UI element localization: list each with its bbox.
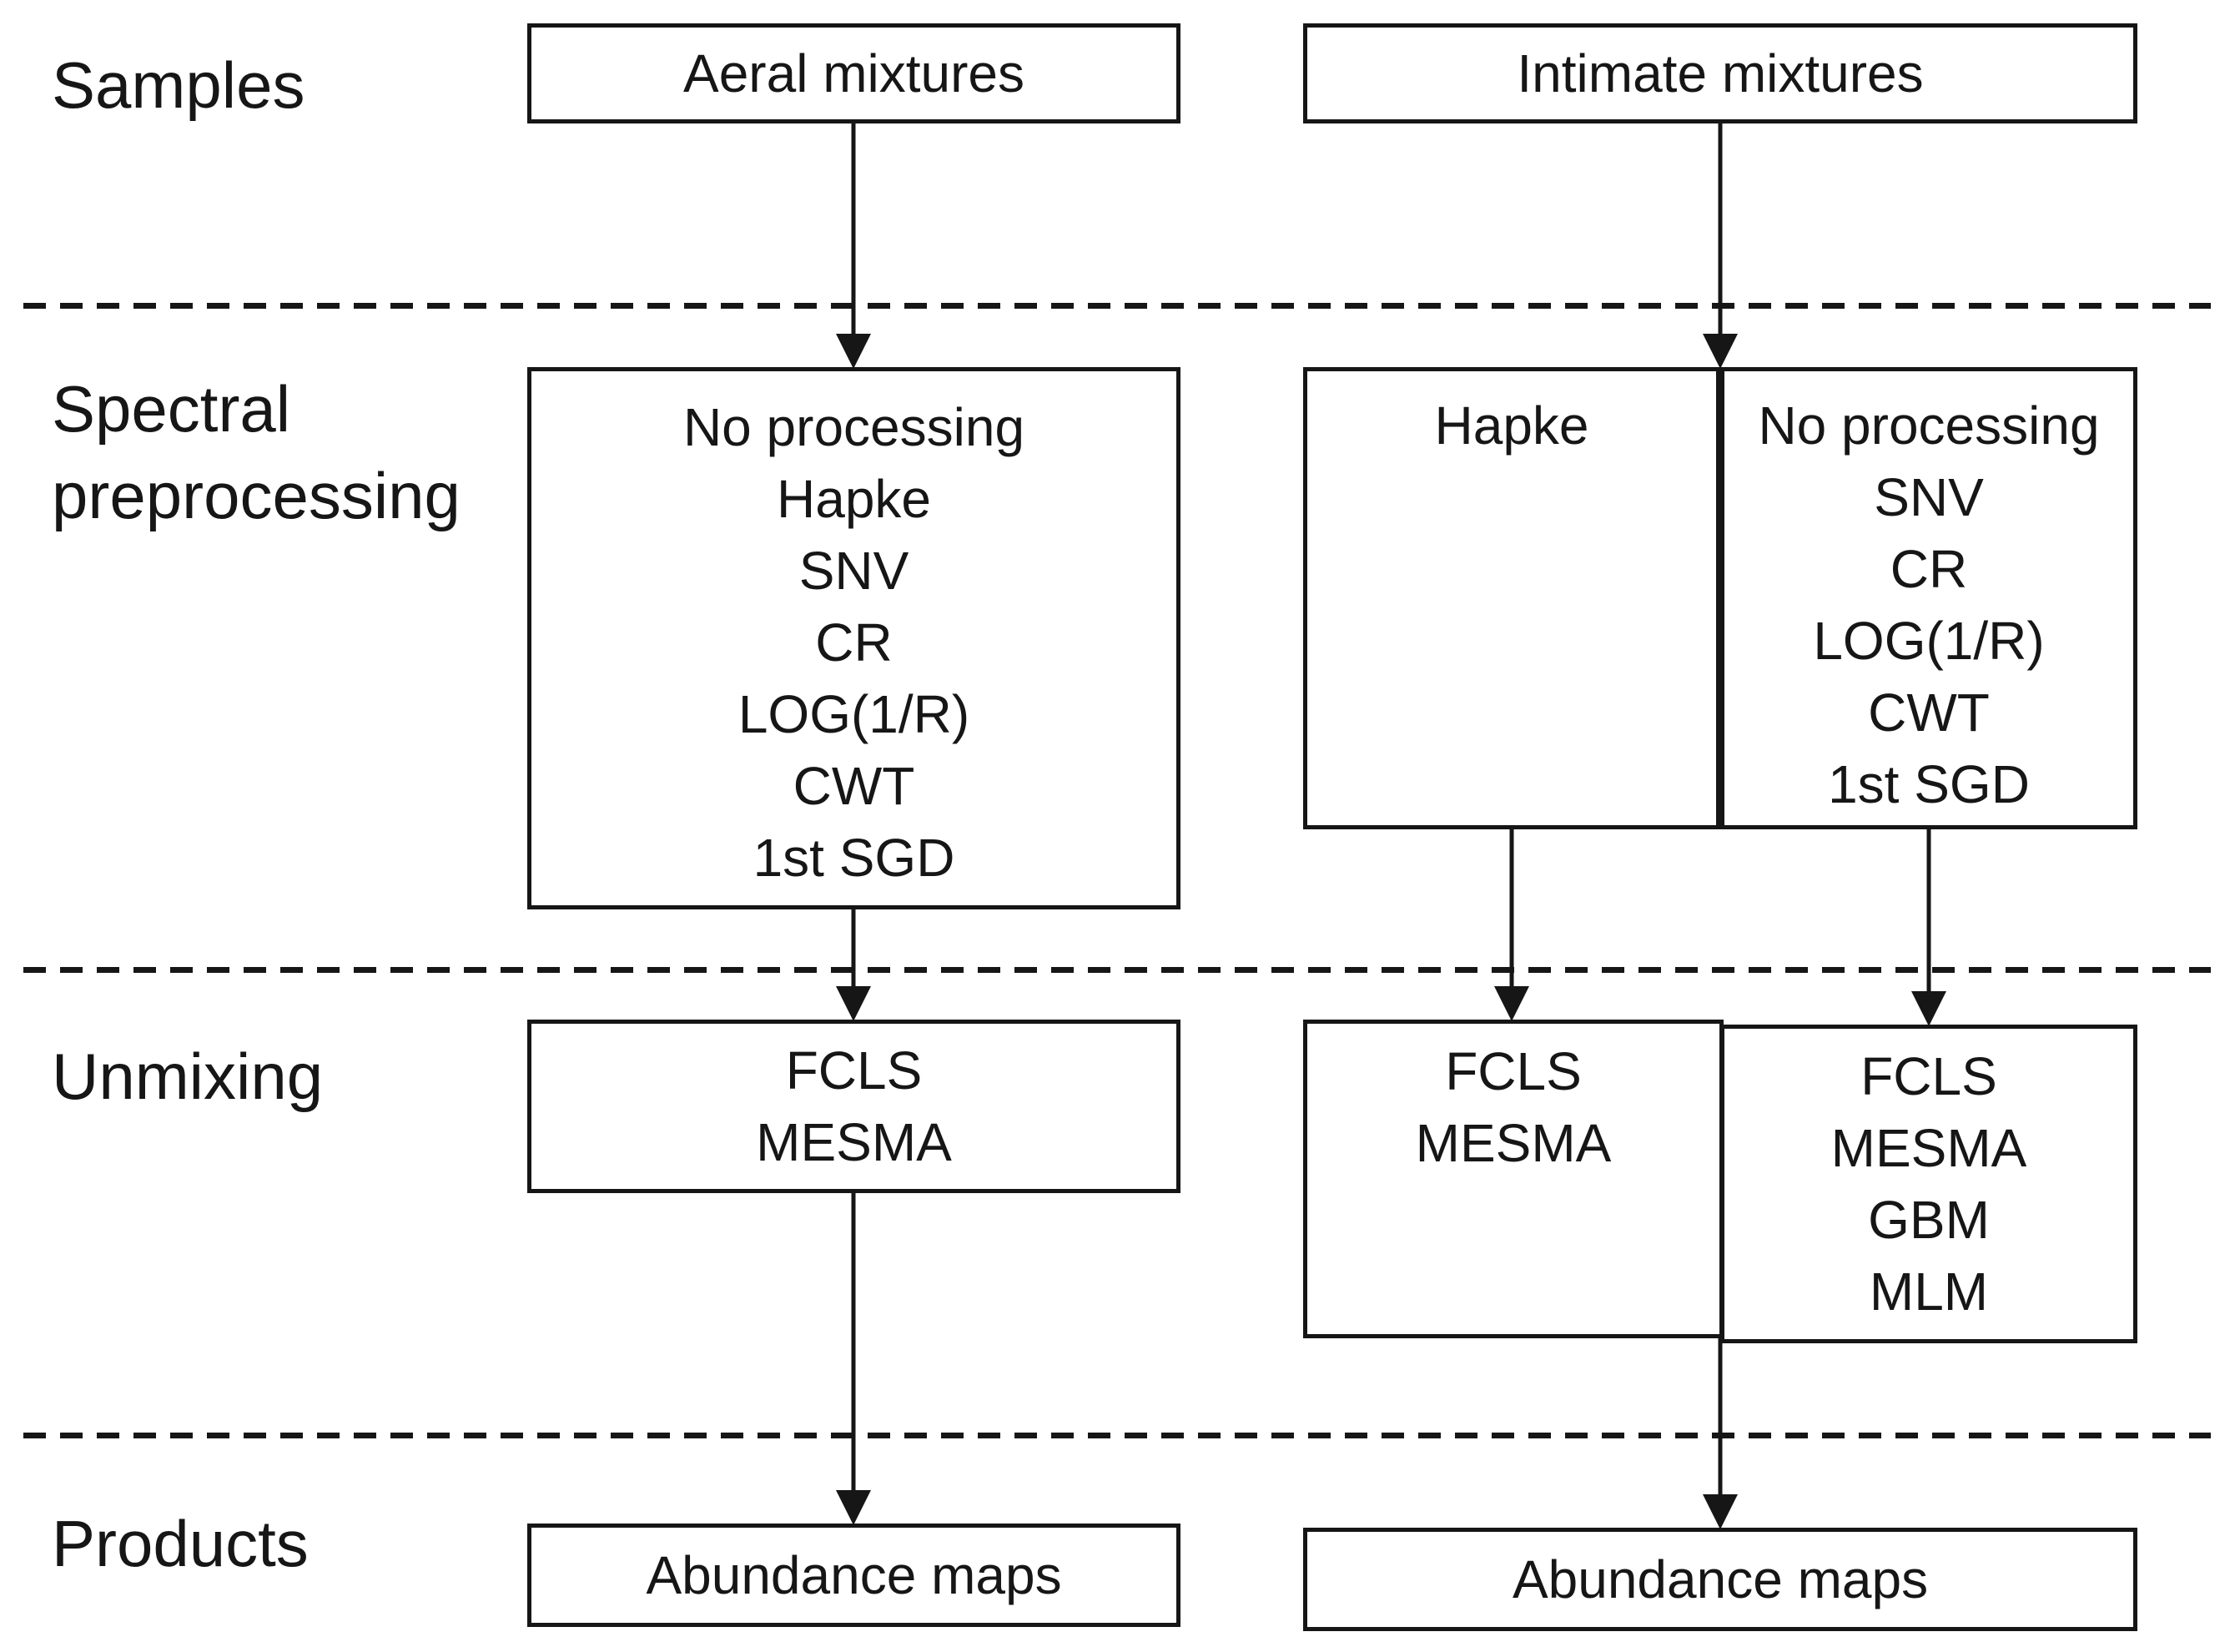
preprocessing-box-areal: No processing Hapke SNV CR LOG(1/R) CWT … (527, 367, 1180, 909)
arrow-areal-unmixing-to-products-line (851, 1193, 856, 1490)
arrow-hapke-to-unmixing-line (1509, 829, 1514, 986)
arrow-areal-samples-to-preprocessing-head (836, 334, 871, 369)
unmixing-box-fcls-mesma-items: FCLS MESMA (1415, 1041, 1612, 1173)
arrow-areal-samples-to-preprocessing-line (851, 123, 856, 334)
arrow-hapke-to-unmixing-head (1494, 986, 1529, 1021)
unmixing-box-areal: FCLS MESMA (527, 1020, 1180, 1193)
stage-label-products: Products (52, 1507, 309, 1580)
arrow-areal-unmixing-to-products-head (836, 1490, 871, 1525)
arrow-areal-preprocessing-to-unmixing-line (851, 908, 856, 986)
preprocessing-box-no-processing-items: No processing SNV CR LOG(1/R) CWT 1st SG… (1758, 395, 2100, 814)
arrow-no-processing-to-unmixing-line (1926, 829, 1931, 991)
unmixing-box-fcls-mesma: FCLS MESMA (1303, 1020, 1724, 1338)
stage-label-unmixing: Unmixing (52, 1040, 324, 1113)
unmixing-box-extended-items: FCLS MESMA GBM MLM (1830, 1046, 2027, 1322)
samples-box-intimate-mixtures: Intimate mixtures (1303, 23, 2137, 123)
preprocessing-box-no-processing: No processing SNV CR LOG(1/R) CWT 1st SG… (1720, 367, 2137, 829)
stage-separator-unmixing-products (23, 1433, 2211, 1438)
arrow-intimate-samples-to-preprocessing-head (1703, 334, 1738, 369)
unmixing-box-extended: FCLS MESMA GBM MLM (1720, 1025, 2137, 1343)
samples-box-areal-mixtures: Aeral mixtures (527, 23, 1180, 123)
stage-label-spectral-preprocessing: Spectral preprocessing (52, 372, 461, 532)
unmixing-box-areal-items: FCLS MESMA (756, 1040, 952, 1172)
products-box-areal-label: Abundance maps (646, 1545, 1062, 1605)
stage-separator-samples-preprocessing (23, 303, 2211, 309)
arrow-intimate-unmixing-to-products-line (1718, 1338, 1723, 1494)
products-box-intimate: Abundance maps (1303, 1528, 2137, 1631)
stage-label-samples: Samples (52, 48, 305, 122)
arrow-no-processing-to-unmixing-head (1911, 991, 1946, 1026)
samples-box-areal-mixtures-label: Aeral mixtures (683, 43, 1024, 103)
preprocessing-box-hapke-items: Hapke (1434, 395, 1589, 456)
stage-separator-preprocessing-unmixing (23, 967, 2211, 973)
preprocessing-box-hapke: Hapke (1303, 367, 1720, 829)
products-box-intimate-label: Abundance maps (1512, 1549, 1929, 1609)
arrow-intimate-unmixing-to-products-head (1703, 1494, 1738, 1529)
arrow-areal-preprocessing-to-unmixing-head (836, 986, 871, 1021)
products-box-areal: Abundance maps (527, 1524, 1180, 1627)
samples-box-intimate-mixtures-label: Intimate mixtures (1517, 43, 1924, 103)
preprocessing-box-areal-items: No processing Hapke SNV CR LOG(1/R) CWT … (682, 397, 1025, 888)
arrow-intimate-samples-to-preprocessing-line (1718, 123, 1723, 334)
